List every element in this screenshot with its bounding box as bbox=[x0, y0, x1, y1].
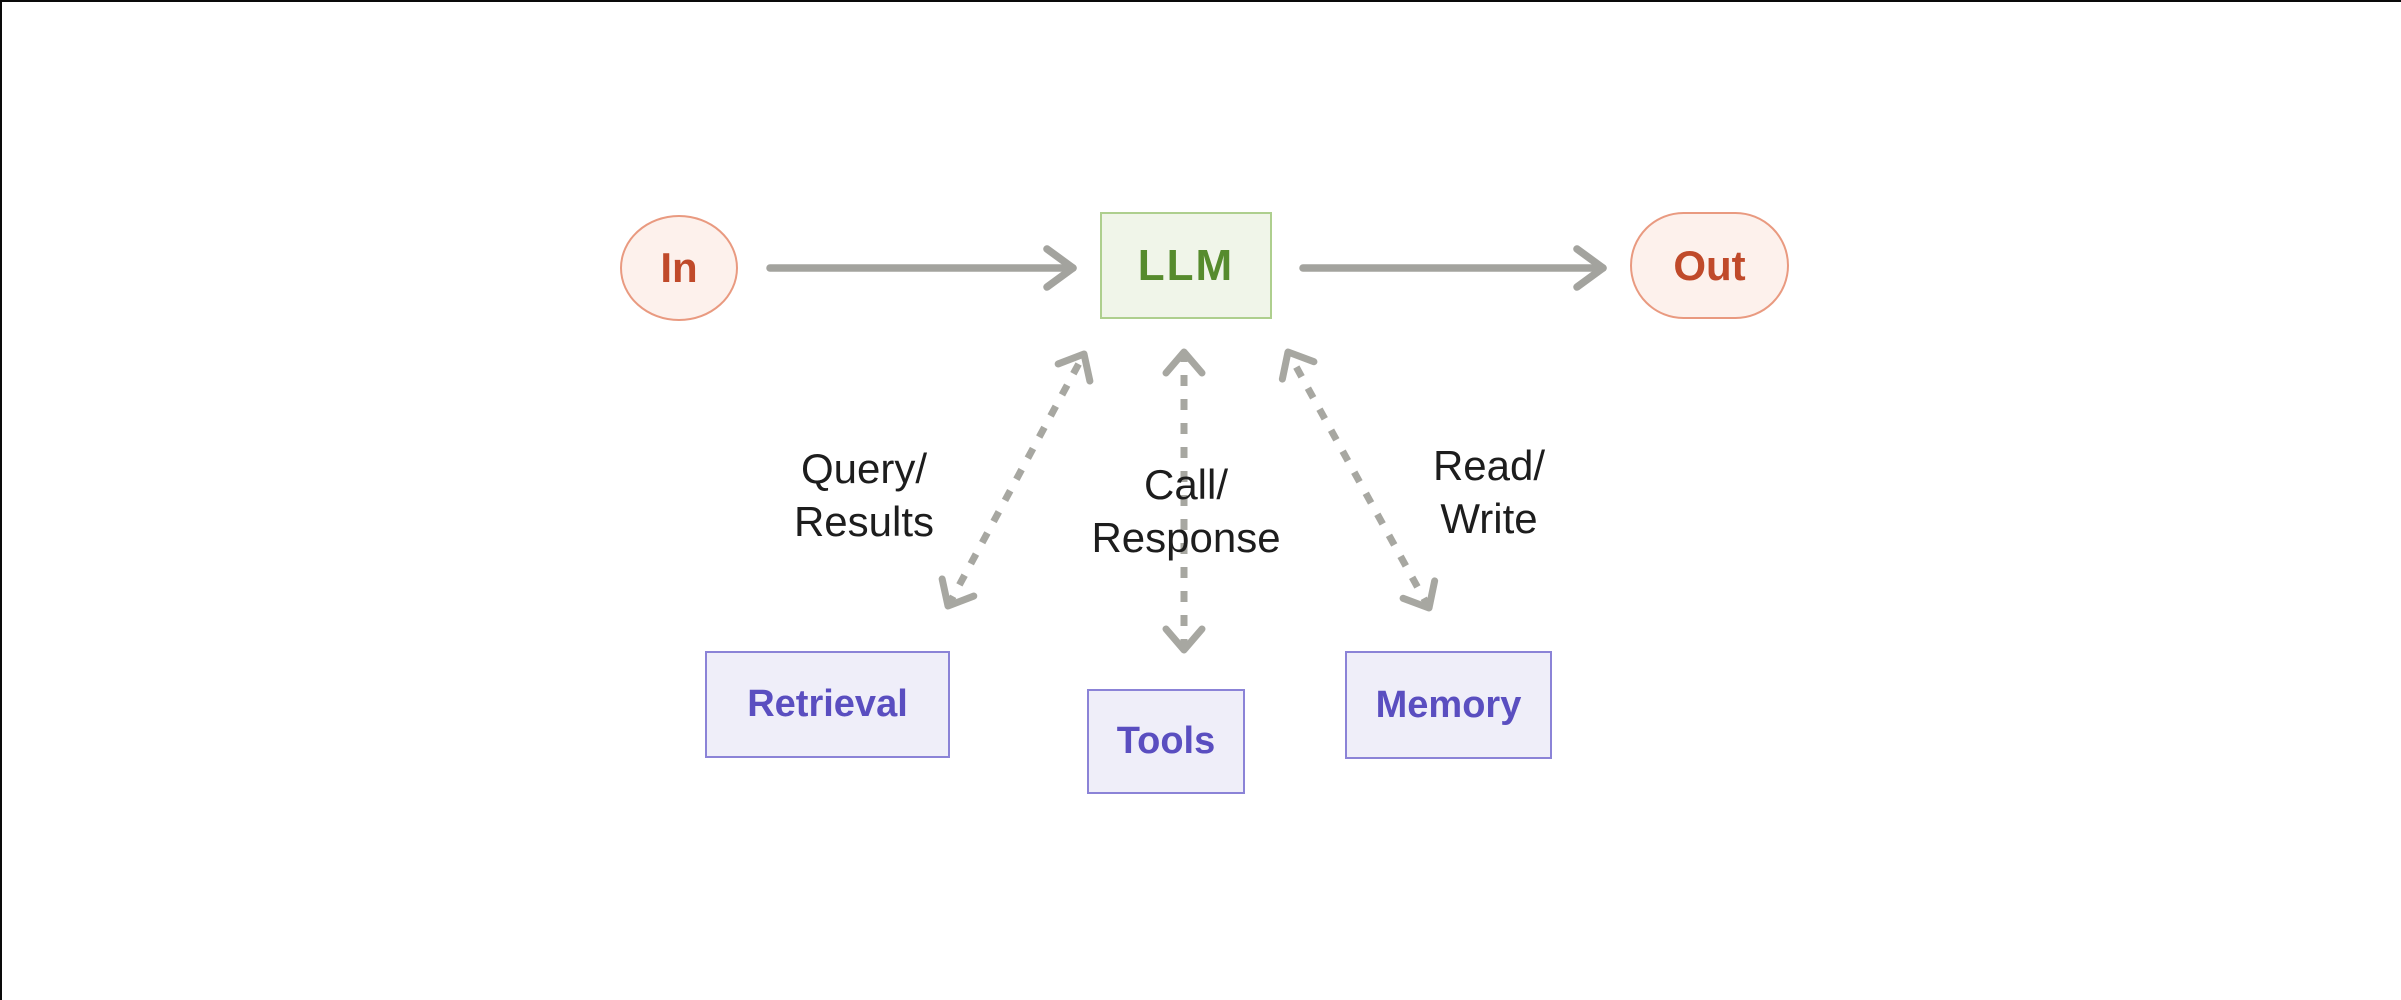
arrow-llm-memory bbox=[1278, 348, 1439, 612]
node-out: Out bbox=[1630, 212, 1789, 319]
node-tools: Tools bbox=[1087, 689, 1245, 794]
edge-label-query-results: Query/ Results bbox=[794, 442, 934, 548]
arrow-llm-retrieval bbox=[938, 350, 1094, 610]
node-out-label: Out bbox=[1673, 241, 1746, 289]
node-llm: LLM bbox=[1100, 212, 1272, 319]
node-in-label: In bbox=[660, 244, 698, 291]
edge-label-call-line2: Response bbox=[1091, 514, 1281, 561]
edge-label-call-response: Call/ Response bbox=[1091, 458, 1280, 564]
node-tools-label: Tools bbox=[1116, 720, 1216, 762]
edge-label-read-line1: Read/ bbox=[1432, 442, 1546, 489]
node-retrieval: Retrieval bbox=[705, 651, 950, 758]
node-llm-label: LLM bbox=[1137, 240, 1235, 290]
node-memory-label: Memory bbox=[1375, 683, 1522, 726]
edge-label-read-write: Read/ Write bbox=[1433, 439, 1545, 545]
edge-label-read-line2: Write bbox=[1440, 495, 1538, 542]
node-memory: Memory bbox=[1345, 651, 1552, 759]
node-in: In bbox=[620, 215, 738, 321]
edge-label-query-line2: Results bbox=[793, 498, 935, 545]
edge-label-query-line1: Query/ bbox=[800, 445, 928, 492]
edge-label-call-line1: Call/ bbox=[1143, 461, 1229, 508]
node-retrieval-label: Retrieval bbox=[747, 683, 908, 725]
